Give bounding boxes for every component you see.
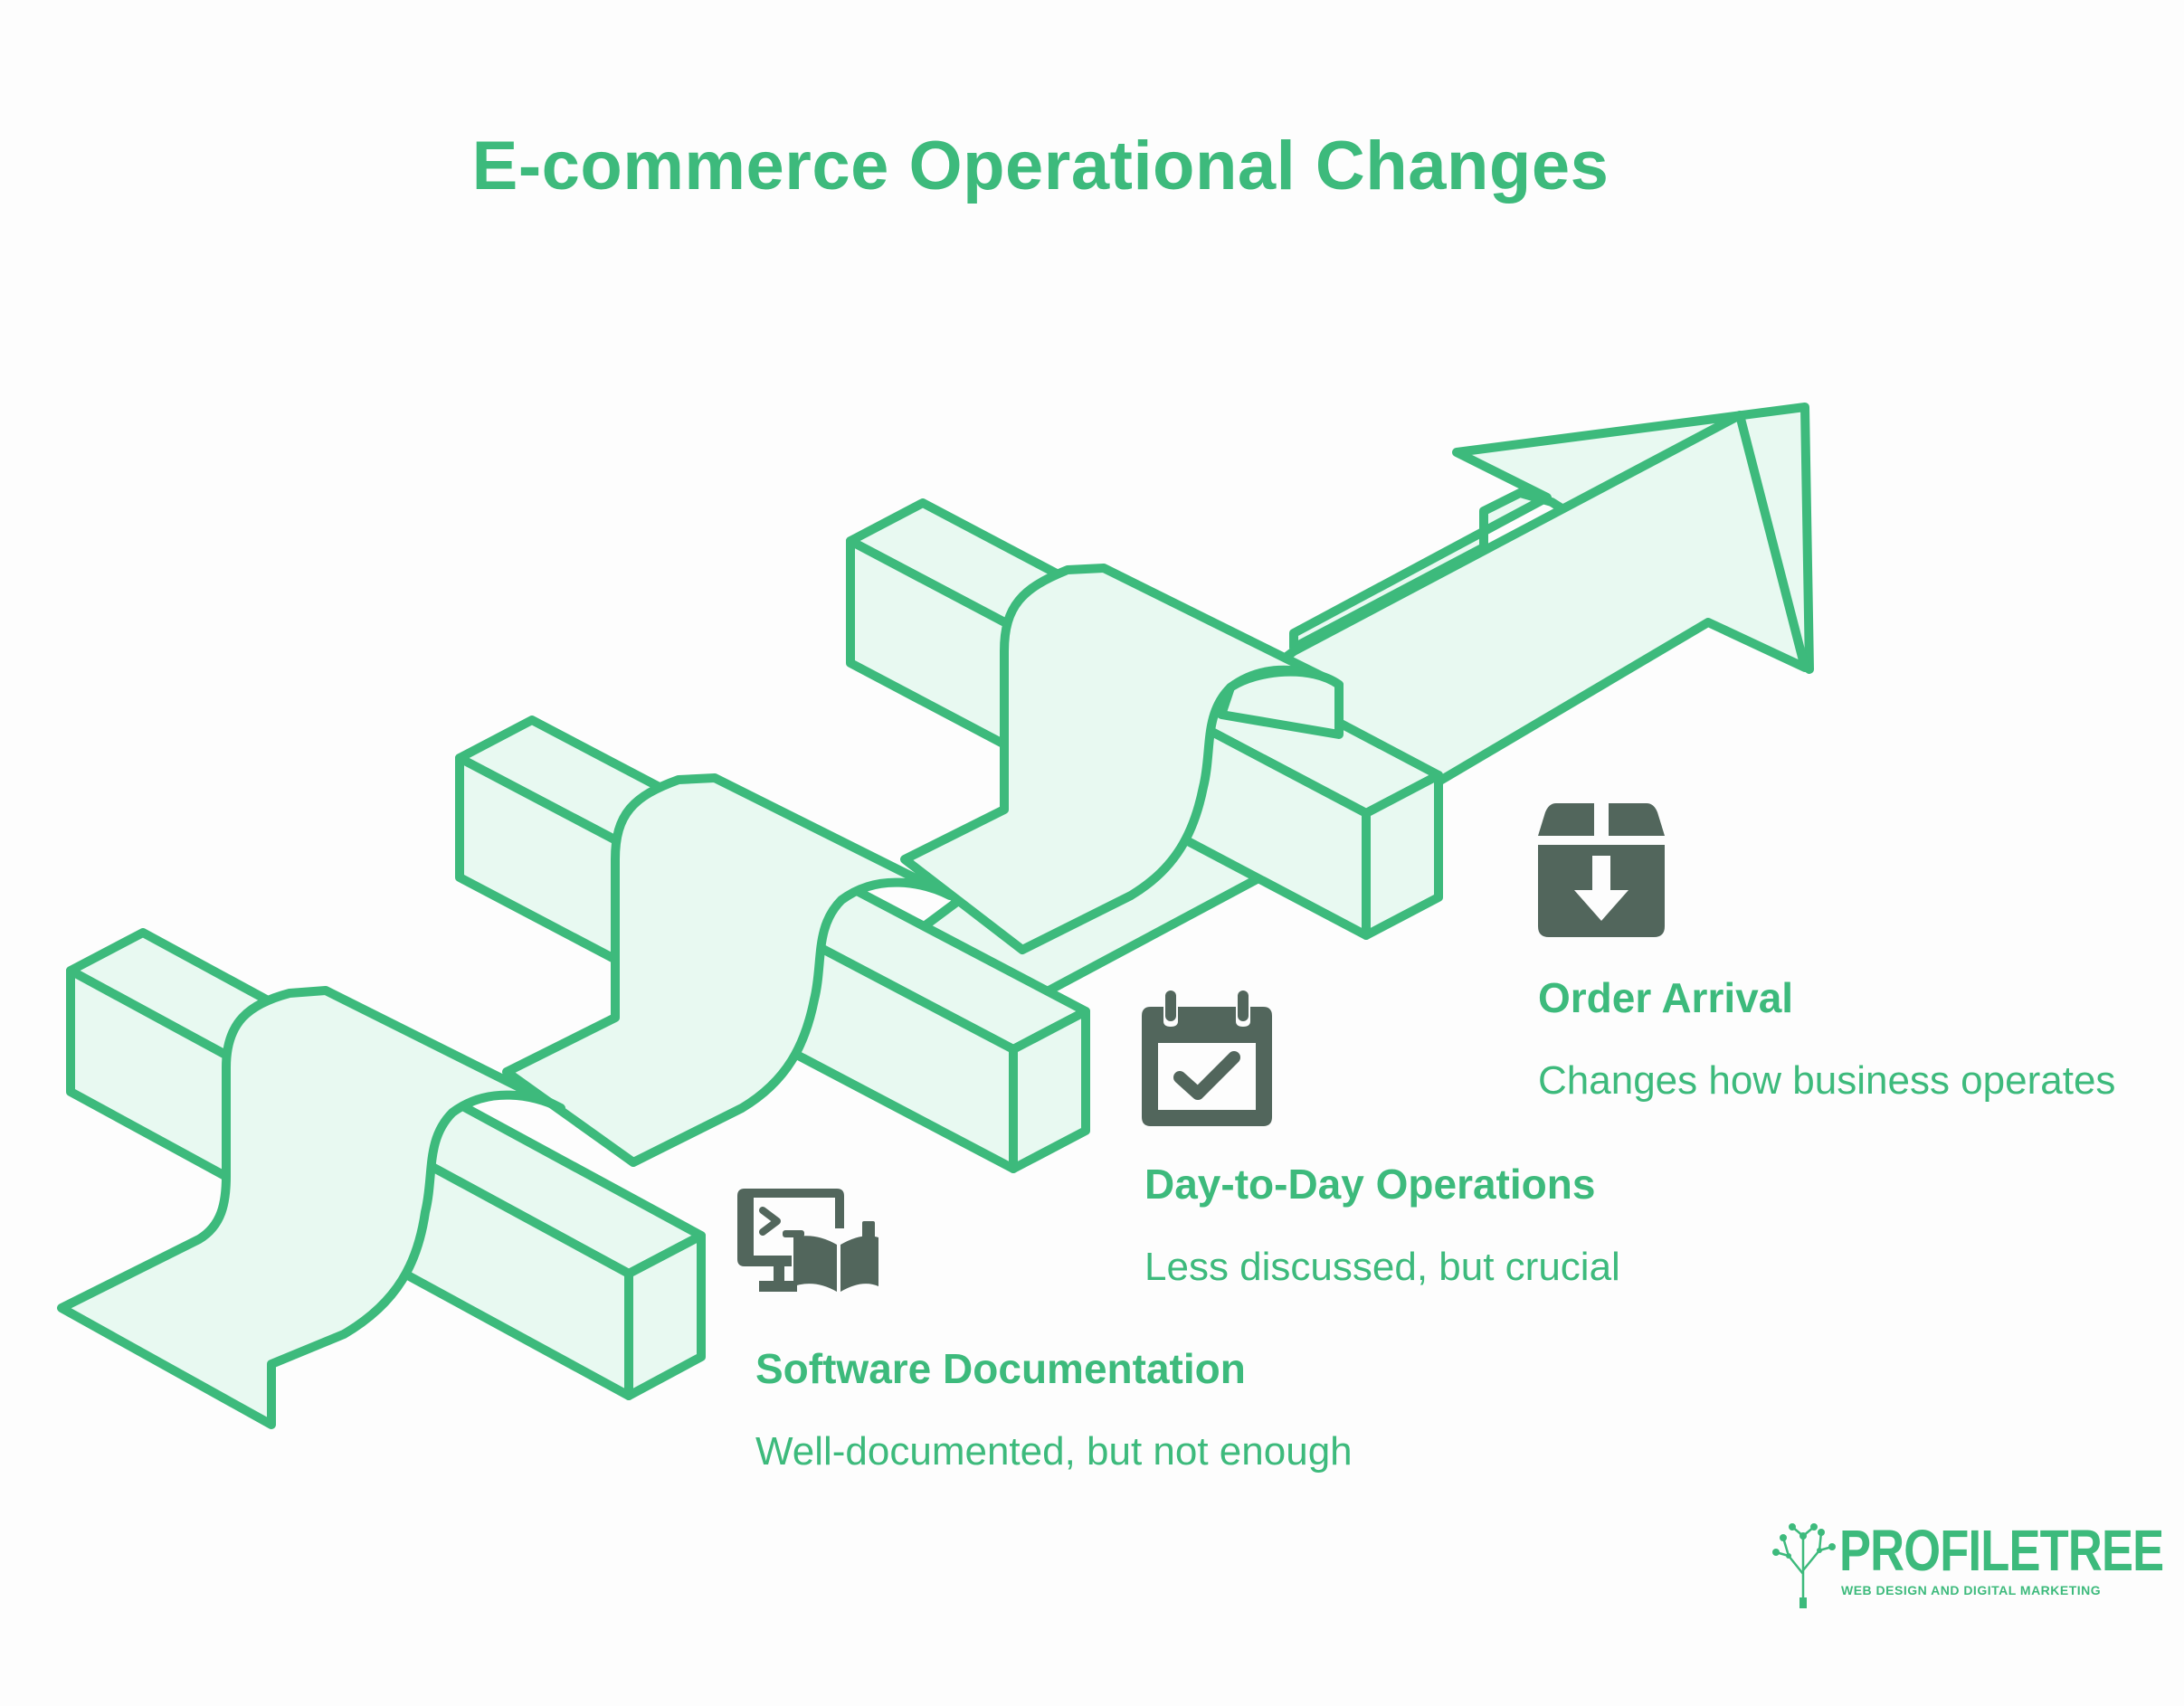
ribbon-2 bbox=[502, 773, 954, 1167]
step-title-software-documentation: Software Documentation bbox=[755, 1345, 1246, 1392]
tree-logo-icon bbox=[1772, 1523, 1836, 1608]
step-description-day-to-day-operations: Less discussed, but crucial bbox=[1144, 1245, 1620, 1289]
block-1-end bbox=[624, 1231, 706, 1400]
logo-tagline: WEB DESIGN AND DIGITAL MARKETING bbox=[1841, 1583, 2102, 1597]
logo-wordmark: PROFILETREE bbox=[1839, 1518, 2164, 1583]
block-3-end bbox=[1362, 771, 1443, 940]
calendar-check-icon bbox=[1142, 990, 1272, 1126]
block-2-end bbox=[1009, 1007, 1090, 1173]
box-arrow-down-icon bbox=[1538, 803, 1665, 937]
step-description-order-arrival: Changes how business operates bbox=[1538, 1058, 2116, 1103]
step-description-software-documentation: Well-documented, but not enough bbox=[755, 1429, 1353, 1474]
step-title-order-arrival: Order Arrival bbox=[1538, 974, 1794, 1021]
monitor-book-icon bbox=[737, 1189, 878, 1292]
step-title-day-to-day-operations: Day-to-Day Operations bbox=[1144, 1161, 1596, 1208]
ribbon-3-tab bbox=[1217, 667, 1344, 739]
profiletree-logo: PROFILETREE WEB DESIGN AND DIGITAL MARKE… bbox=[1769, 1520, 2164, 1610]
page-title: E-commerce Operational Changes bbox=[471, 128, 1610, 204]
ribbon-1 bbox=[57, 986, 565, 1429]
